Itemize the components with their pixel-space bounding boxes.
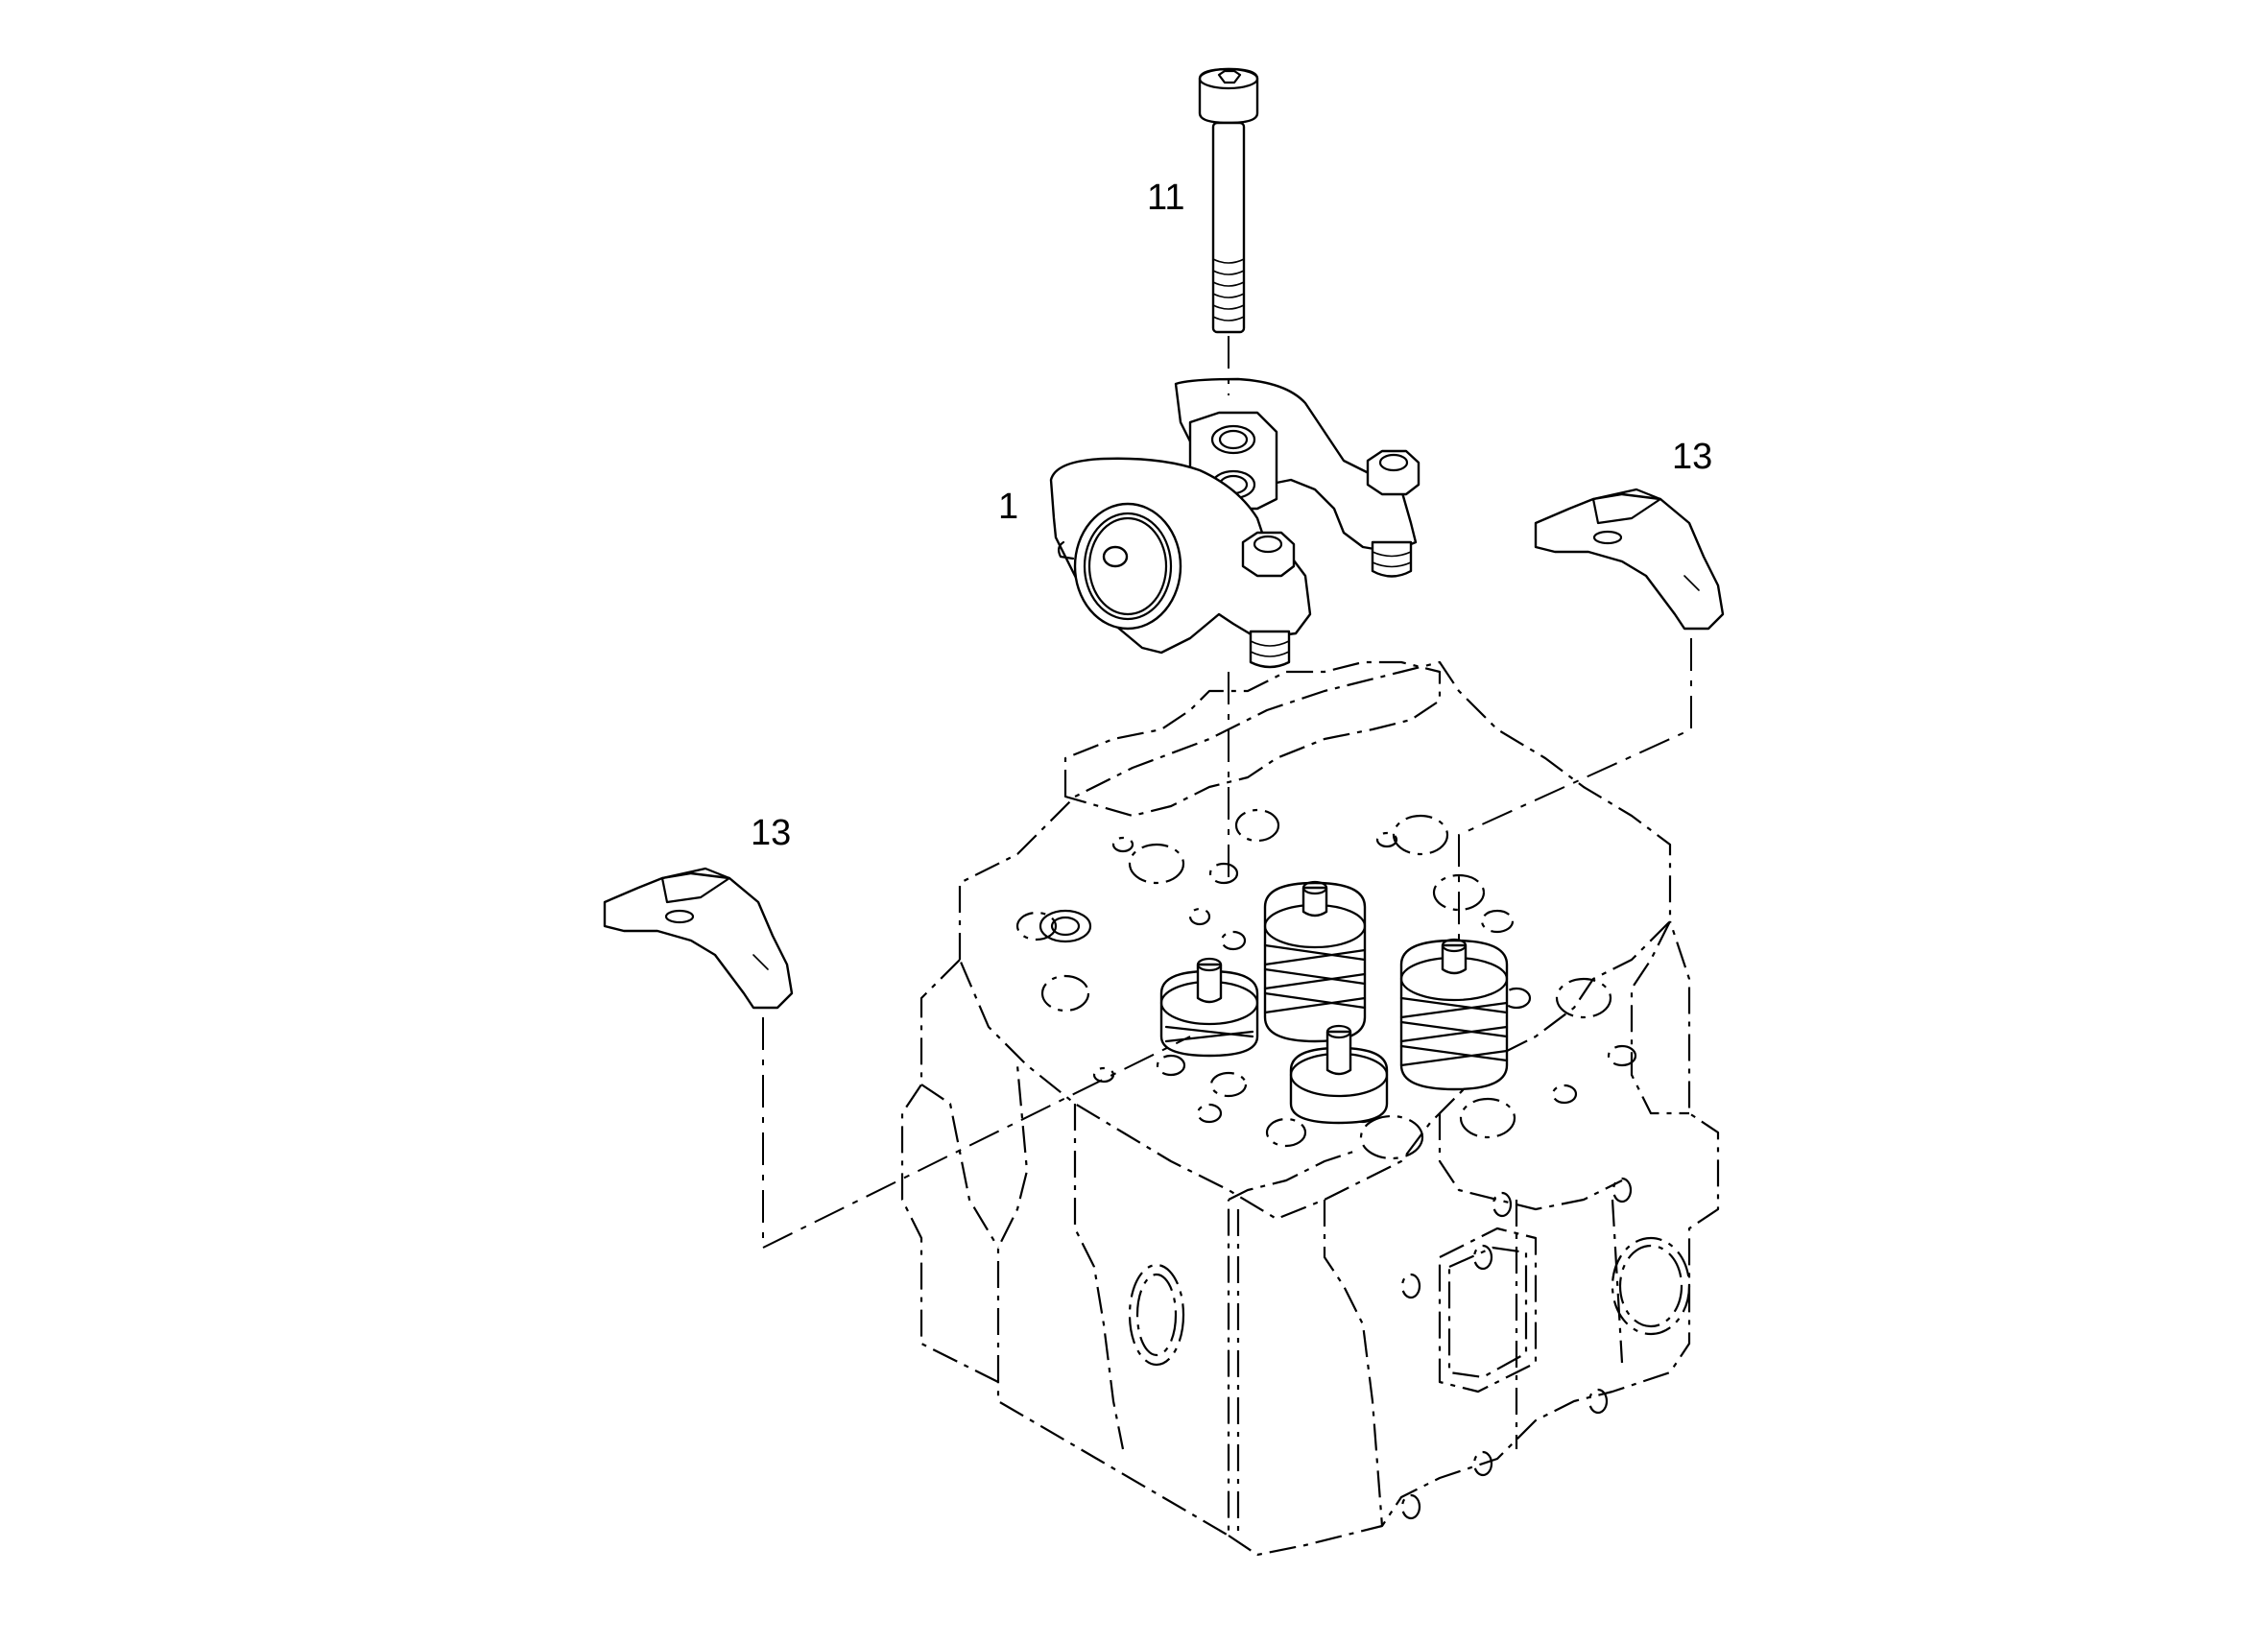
callout-bolt: 11 bbox=[1147, 178, 1184, 218]
valve-spring-rear-left bbox=[1263, 880, 1367, 1043]
valve-spring-front-right bbox=[1289, 1024, 1389, 1125]
bolt bbox=[1198, 67, 1259, 334]
leader-lines bbox=[762, 336, 1692, 1250]
callout-labels: 11 1 13 13 bbox=[751, 178, 1712, 853]
valve-spring-rear-right bbox=[1399, 938, 1509, 1091]
callout-rocker-assembly: 1 bbox=[998, 487, 1018, 527]
rocker-arm-assembly bbox=[1049, 377, 1420, 669]
callout-bridge-right: 13 bbox=[1672, 437, 1712, 477]
valve-bridge-right bbox=[1534, 488, 1725, 631]
valve-spring-front-left bbox=[1159, 957, 1259, 1058]
cylinder-head bbox=[900, 660, 1720, 1557]
callout-bridge-left: 13 bbox=[751, 813, 791, 853]
valve-assemblies bbox=[1159, 880, 1509, 1125]
valve-bridge-left bbox=[603, 867, 794, 1010]
